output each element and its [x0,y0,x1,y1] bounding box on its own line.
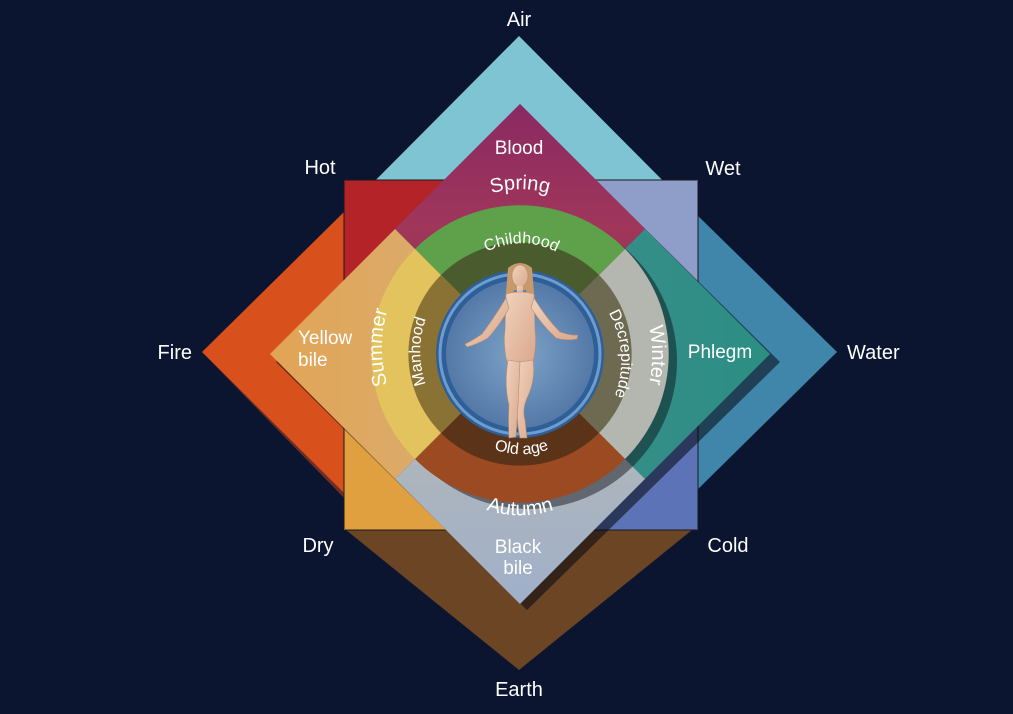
element-fire-label: Fire [158,342,192,364]
quality-hot-label: Hot [304,157,336,179]
figure-head [511,264,529,288]
figure-torso [504,291,536,363]
central-figure [436,263,604,439]
element-water-label: Water [847,342,900,364]
humour-yellow-bile-label-line1: Yellow [298,328,353,349]
element-air-label: Air [507,9,532,31]
age-manhood-label: Manhood [407,315,429,388]
humour-phlegm-label: Phlegm [688,342,752,363]
quality-dry-label: Dry [302,535,333,557]
season-winter-label: Winter [644,324,669,388]
humour-black-bile-label-line2: bile [503,558,533,579]
human-figure-icon [464,263,579,439]
element-fire-shadow [202,352,346,500]
figure-left-arm [464,297,510,348]
humour-yellow-bile-label-line2: bile [298,350,328,371]
humour-blood-label: Blood [495,138,544,159]
figure-neck [517,286,523,294]
quality-wet-label: Wet [705,158,741,180]
figure-right-arm [530,297,579,341]
humour-black-bile-label-line1: Black [495,537,542,558]
age-old-age-label: Old age [493,437,551,458]
element-earth-label: Earth [495,679,543,701]
season-spring-label: Spring [488,172,553,198]
figure-right-leg [517,359,535,439]
quality-cold-label: Cold [707,535,748,557]
